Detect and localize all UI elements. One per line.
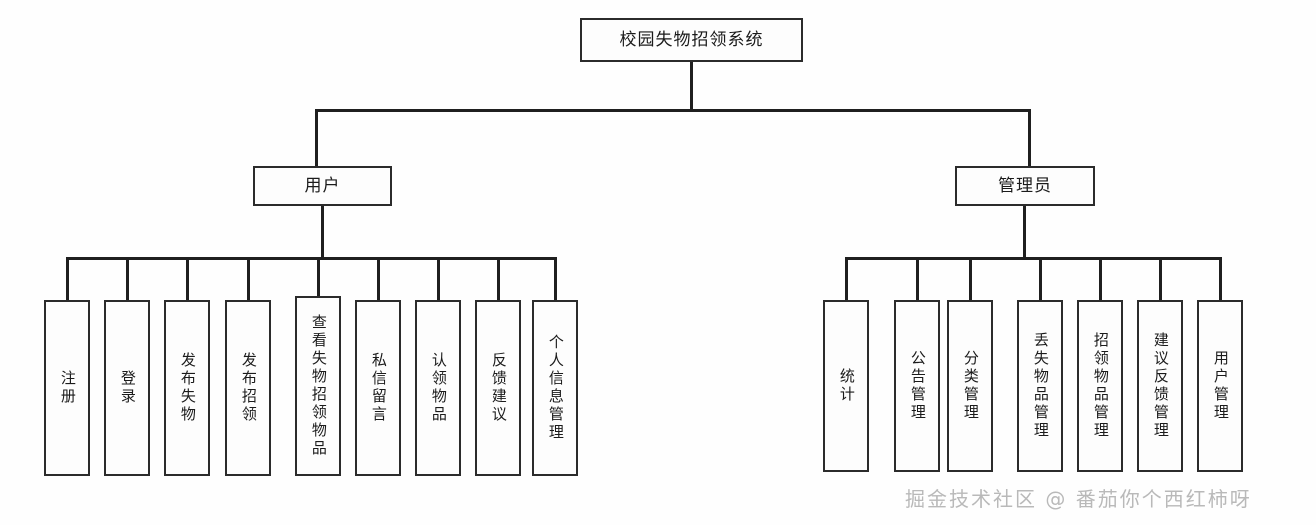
leaf-admin-category[interactable]: 分类管理 bbox=[947, 300, 993, 472]
leaf-user-browse-items[interactable]: 查看失物招领物品 bbox=[295, 296, 341, 476]
edge-user-drop-1 bbox=[66, 257, 69, 301]
edge-user-drop-9 bbox=[554, 257, 557, 301]
leaf-user-register-label: 注册 bbox=[58, 370, 77, 406]
leaf-admin-announcement-label: 公告管理 bbox=[908, 350, 927, 422]
leaf-user-profile[interactable]: 个人信息管理 bbox=[532, 300, 578, 476]
node-admin-label: 管理员 bbox=[998, 175, 1052, 196]
edge-admin-drop-6 bbox=[1159, 257, 1162, 301]
edge-admin-drop-5 bbox=[1099, 257, 1102, 301]
edge-admin-drop-3 bbox=[969, 257, 972, 301]
edge-admin-stem bbox=[1023, 206, 1026, 259]
leaf-user-message-label: 私信留言 bbox=[369, 352, 388, 424]
leaf-admin-category-label: 分类管理 bbox=[961, 350, 980, 422]
leaf-user-post-lost[interactable]: 发布失物 bbox=[164, 300, 210, 476]
edge-user-stem bbox=[321, 206, 324, 259]
edge-user-drop-5 bbox=[317, 257, 320, 296]
leaf-user-register[interactable]: 注册 bbox=[44, 300, 90, 476]
edge-user-drop-4 bbox=[247, 257, 250, 301]
edge-bus-to-admin bbox=[1028, 109, 1031, 166]
node-user-label: 用户 bbox=[304, 175, 341, 196]
node-admin[interactable]: 管理员 bbox=[955, 166, 1095, 206]
leaf-admin-found-items-label: 招领物品管理 bbox=[1091, 332, 1110, 440]
leaf-user-profile-label: 个人信息管理 bbox=[546, 334, 565, 442]
node-user[interactable]: 用户 bbox=[253, 166, 392, 206]
node-root-label: 校园失物招领系统 bbox=[619, 29, 764, 50]
leaf-user-browse-items-label: 查看失物招领物品 bbox=[309, 314, 328, 458]
edge-admin-drop-2 bbox=[916, 257, 919, 301]
leaf-user-post-found[interactable]: 发布招领 bbox=[225, 300, 271, 476]
edge-admin-bus bbox=[845, 257, 1221, 260]
edge-user-drop-3 bbox=[186, 257, 189, 301]
node-root[interactable]: 校园失物招领系统 bbox=[580, 18, 803, 62]
leaf-admin-announcement[interactable]: 公告管理 bbox=[894, 300, 940, 472]
leaf-user-post-lost-label: 发布失物 bbox=[178, 352, 197, 424]
leaf-admin-user-mgmt-label: 用户管理 bbox=[1211, 350, 1230, 422]
leaf-user-feedback[interactable]: 反馈建议 bbox=[475, 300, 521, 476]
edge-admin-drop-1 bbox=[845, 257, 848, 301]
leaf-admin-user-mgmt[interactable]: 用户管理 bbox=[1197, 300, 1243, 472]
leaf-user-message[interactable]: 私信留言 bbox=[355, 300, 401, 476]
edge-admin-drop-7 bbox=[1219, 257, 1222, 301]
edge-admin-drop-4 bbox=[1039, 257, 1042, 301]
leaf-user-login[interactable]: 登录 bbox=[104, 300, 150, 476]
watermark: 掘金技术社区 @ 番茄你个西红柿呀 bbox=[905, 487, 1252, 511]
edge-user-bus bbox=[66, 257, 556, 260]
leaf-admin-found-items[interactable]: 招领物品管理 bbox=[1077, 300, 1123, 472]
leaf-admin-statistics-label: 统计 bbox=[837, 368, 856, 404]
leaf-admin-lost-items[interactable]: 丢失物品管理 bbox=[1017, 300, 1063, 472]
edge-user-drop-6 bbox=[377, 257, 380, 301]
leaf-admin-lost-items-label: 丢失物品管理 bbox=[1031, 332, 1050, 440]
leaf-user-claim-item-label: 认领物品 bbox=[429, 352, 448, 424]
edge-user-drop-2 bbox=[126, 257, 129, 301]
leaf-user-login-label: 登录 bbox=[118, 370, 137, 406]
edge-root-stem bbox=[690, 62, 693, 110]
leaf-user-claim-item[interactable]: 认领物品 bbox=[415, 300, 461, 476]
leaf-admin-feedback[interactable]: 建议反馈管理 bbox=[1137, 300, 1183, 472]
leaf-admin-statistics[interactable]: 统计 bbox=[823, 300, 869, 472]
edge-user-drop-7 bbox=[437, 257, 440, 301]
edge-root-bus bbox=[315, 109, 1031, 112]
leaf-admin-feedback-label: 建议反馈管理 bbox=[1151, 332, 1170, 440]
edge-bus-to-user bbox=[315, 109, 318, 166]
leaf-user-feedback-label: 反馈建议 bbox=[489, 352, 508, 424]
leaf-user-post-found-label: 发布招领 bbox=[239, 352, 258, 424]
edge-user-drop-8 bbox=[497, 257, 500, 301]
